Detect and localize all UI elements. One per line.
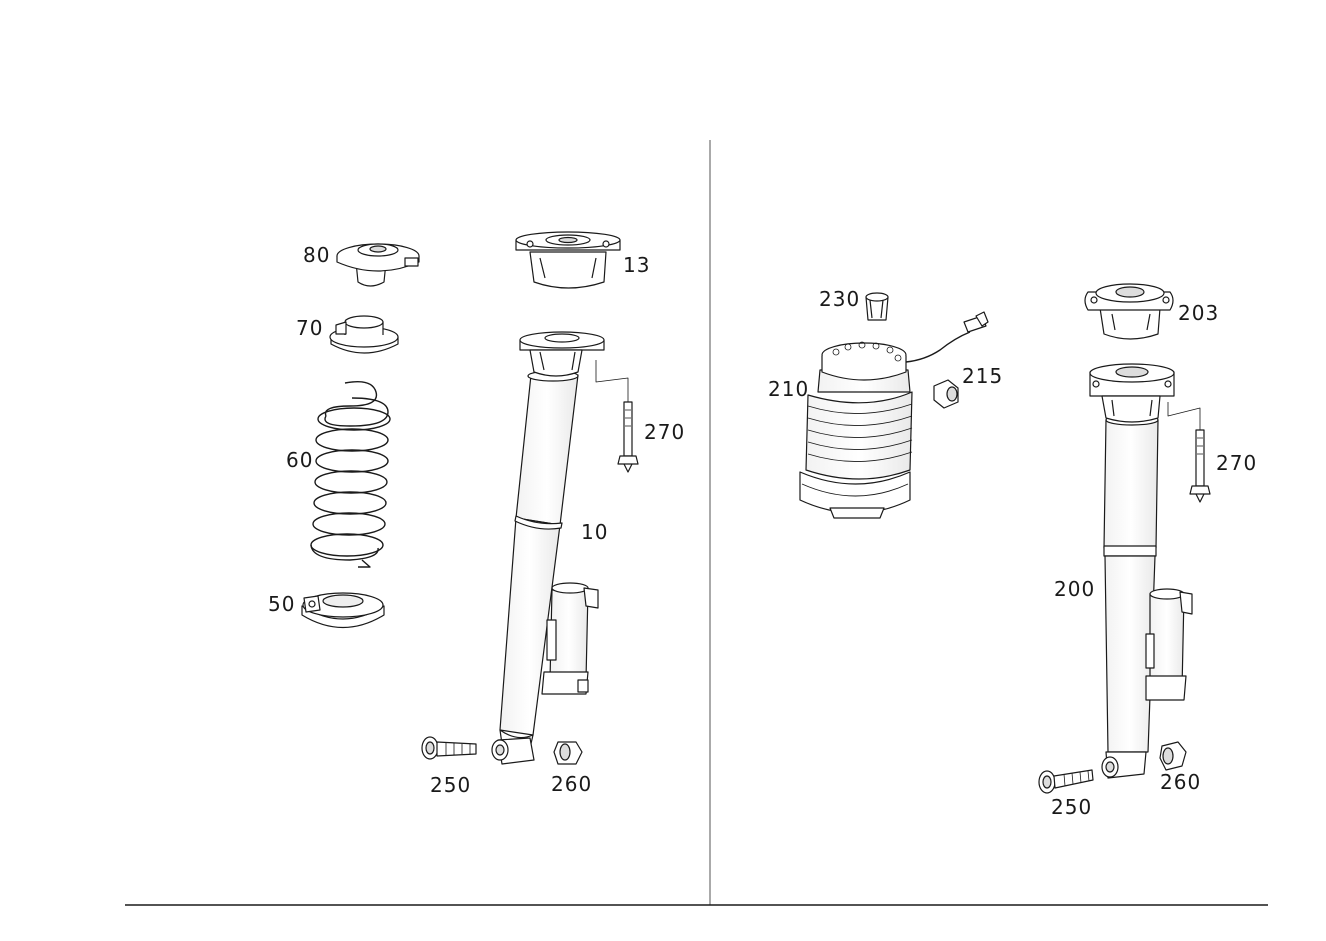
part-70-spring-seat [329, 315, 399, 354]
callout-270-left: 270 [644, 420, 686, 444]
callout-230: 230 [819, 287, 861, 311]
part-200-air-shock [1089, 363, 1193, 779]
part-230-clip [865, 292, 889, 321]
callout-50: 50 [268, 592, 296, 616]
part-10-shock-absorber [491, 331, 605, 765]
callout-250-right: 250 [1051, 795, 1093, 819]
part-260-nut-right [1159, 741, 1187, 771]
part-260-nut-left [553, 741, 583, 765]
callout-270-right: 270 [1216, 451, 1258, 475]
callout-200: 200 [1054, 577, 1096, 601]
part-50-lower-spring-seat [301, 592, 385, 629]
callout-250-left: 250 [430, 773, 472, 797]
callout-203: 203 [1178, 301, 1220, 325]
callout-80: 80 [303, 243, 331, 267]
part-250-bolt-left [421, 736, 477, 760]
callout-10: 10 [581, 520, 609, 544]
part-60-coil-spring [310, 380, 391, 568]
callout-260-left: 260 [551, 772, 593, 796]
callout-215: 215 [962, 364, 1004, 388]
callout-70: 70 [296, 316, 324, 340]
callout-60: 60 [286, 448, 314, 472]
part-13-top-mount [515, 231, 621, 289]
part-203-top-mount [1084, 283, 1174, 340]
part-215-nut [933, 379, 959, 409]
callout-210: 210 [768, 377, 810, 401]
part-80-upper-mount [336, 243, 420, 287]
part-210-air-spring [799, 311, 989, 519]
callout-260-right: 260 [1160, 770, 1202, 794]
part-270-bolt-right [1167, 402, 1211, 503]
part-250-bolt-right [1038, 769, 1094, 794]
callout-13: 13 [623, 253, 651, 277]
part-270-bolt-left [595, 360, 639, 473]
